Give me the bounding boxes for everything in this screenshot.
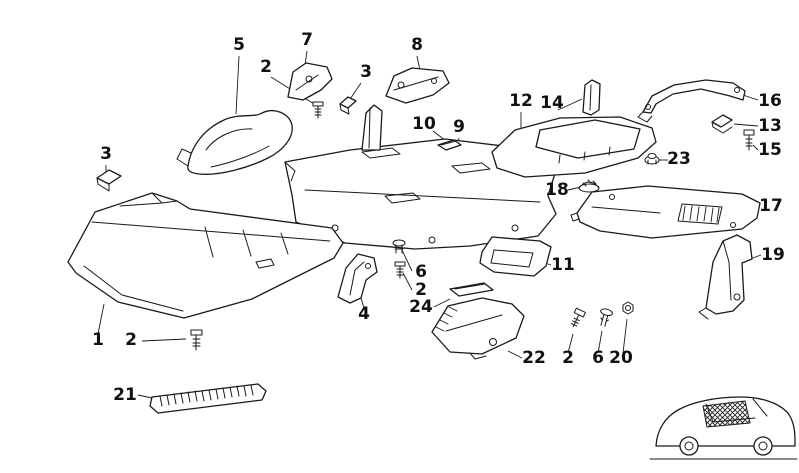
callout-9[interactable]: 9 [453, 117, 465, 137]
callout-19[interactable]: 19 [761, 245, 785, 265]
part-serrated-strip-21 [149, 383, 267, 414]
callout-14[interactable]: 14 [540, 93, 564, 113]
part-clip-13 [711, 114, 733, 134]
part-front-underbody-shield [67, 192, 344, 319]
screw-icon-2-mid [394, 261, 406, 279]
part-panel-22 [431, 297, 525, 360]
callout-21[interactable]: 21 [113, 385, 137, 405]
part-strip-24 [449, 282, 494, 297]
callout-24[interactable]: 24 [409, 297, 433, 317]
callout-12[interactable]: 12 [509, 91, 533, 111]
part-air-duct [176, 110, 293, 175]
callout-2-top[interactable]: 2 [260, 57, 272, 77]
callout-2-bottom[interactable]: 2 [562, 348, 574, 368]
callout-20[interactable]: 20 [609, 348, 633, 368]
part-clip-10 [437, 139, 462, 151]
part-bracket-14 [582, 79, 601, 116]
part-side-panel-17 [570, 185, 761, 239]
callout-5[interactable]: 5 [233, 35, 245, 55]
callout-23[interactable]: 23 [667, 149, 691, 169]
nut-icon-20 [622, 301, 634, 315]
part-rear-heat-shield [491, 116, 657, 178]
callout-22[interactable]: 22 [522, 348, 546, 368]
screw-icon-2-bottom-left [190, 329, 203, 351]
callout-13[interactable]: 13 [758, 116, 782, 136]
callout-8[interactable]: 8 [411, 35, 423, 55]
callout-2-mid[interactable]: 2 [415, 280, 427, 300]
part-bracket-8 [385, 67, 450, 104]
callout-15[interactable]: 15 [758, 140, 782, 160]
part-clip-3-left [96, 169, 122, 192]
callout-4[interactable]: 4 [358, 304, 370, 324]
callout-11[interactable]: 11 [551, 255, 575, 275]
callout-1[interactable]: 1 [92, 330, 104, 350]
part-bracket-7 [287, 62, 333, 101]
callout-3-left[interactable]: 3 [100, 144, 112, 164]
part-bracket-4 [337, 253, 378, 304]
callout-17[interactable]: 17 [759, 196, 783, 216]
part-cross-bracket-16 [637, 79, 746, 123]
callout-6-bottom[interactable]: 6 [592, 348, 604, 368]
bolt-icon-2-bottom [570, 307, 586, 328]
rivet-clip-icon-6-bottom [600, 308, 613, 327]
part-plate-11 [479, 236, 552, 277]
callout-18[interactable]: 18 [545, 180, 569, 200]
part-support-strut [361, 104, 383, 151]
grommet-icon-23 [644, 153, 660, 165]
grommet-icon-18 [578, 179, 600, 193]
car-location-thumbnail [649, 396, 798, 460]
screw-icon [312, 101, 324, 119]
callout-7[interactable]: 7 [301, 30, 313, 50]
screw-icon-15 [743, 129, 755, 151]
callout-3-top[interactable]: 3 [360, 62, 372, 82]
callout-16[interactable]: 16 [758, 91, 782, 111]
callout-6-mid[interactable]: 6 [415, 262, 427, 282]
part-bracket-19 [698, 234, 753, 320]
callout-10[interactable]: 10 [412, 114, 436, 134]
callout-2-left[interactable]: 2 [125, 330, 137, 350]
rivet-clip-icon-6-mid [392, 239, 406, 254]
part-clip-3-top [339, 96, 357, 115]
